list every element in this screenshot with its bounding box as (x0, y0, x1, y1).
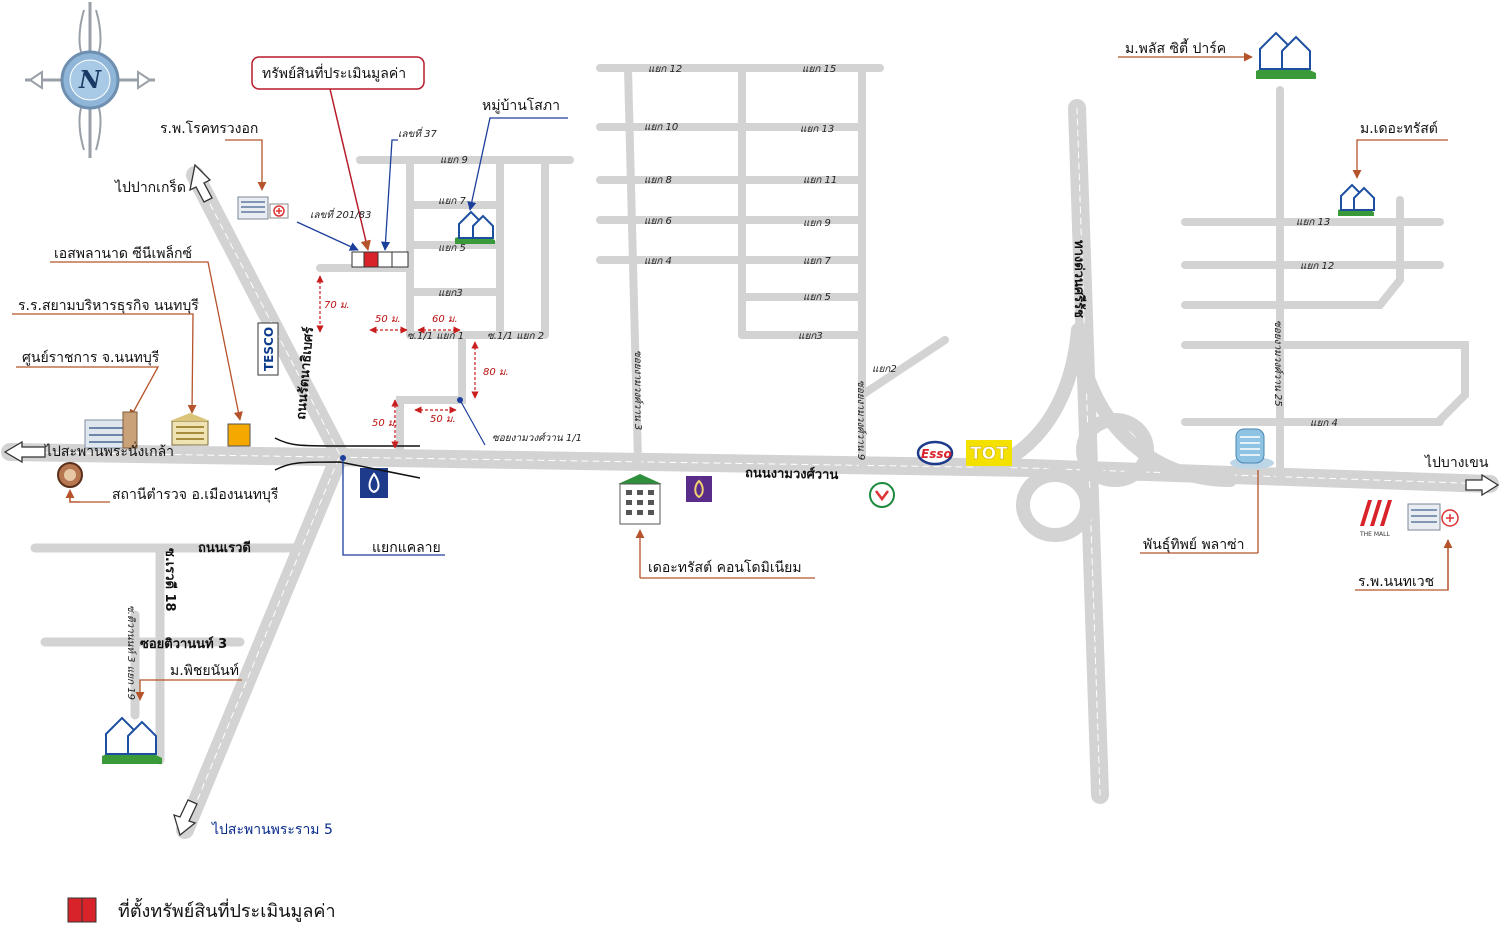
label-panthip-plaza: พันธุ์ทิพย์ พลาซ่า (1143, 536, 1245, 553)
lane-5: แยก 5 (438, 243, 466, 254)
tot-text: TOT (970, 444, 1008, 464)
legend-label: ที่ตั้งทรัพย์สินที่ประเมินมูลค่า (118, 898, 336, 922)
e-lane-13: แยก 13 (1296, 217, 1330, 228)
road-label-soi25: ซอยงามวงศ์วาน 25 (1272, 320, 1284, 407)
label-plus-city-park: ม.พลัส ซิตี้ ปาร์ค (1125, 38, 1226, 57)
scb-icon (686, 476, 712, 502)
house-no-37: เลขที่ 37 (398, 126, 438, 140)
c-lane-2: แยก2 (872, 364, 897, 375)
label-to-bang-khen: ไปบางเขน (1424, 454, 1489, 471)
label-trust-condo: เดอะทรัสต์ คอนโดมิเนียม (648, 559, 802, 576)
dist-70: 70 ม. (324, 300, 350, 311)
subject-callout: ทรัพย์สินที่ประเมินมูลค่า เลขที่ 37 เลขท… (251, 56, 438, 268)
label-siam-school: ร.ร.สยามบริหารธุรกิจ นนทบุรี (18, 298, 199, 314)
lane-3: แยก3 (438, 288, 463, 299)
road-label-s11-2: ซ.1/1 แยก 2 (487, 331, 544, 342)
b-lane-10: แยก 10 (644, 122, 678, 133)
dist-50b: 50 ม. (372, 418, 398, 429)
dist-80: 80 ม. (483, 367, 509, 378)
tesco-lotus-icon: TESCO (257, 322, 279, 376)
road-label-soi9: ซอยงามวงศ์วาน 9 (855, 380, 867, 460)
legend: ที่ตั้งทรัพย์สินที่ประเมินมูลค่า (67, 897, 336, 923)
label-to-pakkret: ไปปากเกร็ด (114, 178, 186, 196)
sopha-house-icon (455, 210, 495, 244)
arrow-to-phra-nangklao (3, 440, 46, 464)
tot-icon: TOT (966, 440, 1012, 466)
c-lane-5: แยก 5 (803, 292, 831, 303)
road-label-rewadee18: ซ.เรวดี 18 (162, 548, 178, 612)
label-nonthavej: ร.พ.นนทเวช (1358, 574, 1434, 590)
c-lane-13: แยก 13 (800, 124, 834, 135)
label-hospital-chest: ร.พ.โรคทรวงอก (160, 120, 258, 137)
subject-callout-label: ทรัพย์สินที่ประเมินมูลค่า (262, 64, 406, 82)
c-lane-3: แยก3 (798, 331, 823, 342)
police-icon (57, 462, 83, 488)
arrow-to-rama5 (173, 799, 198, 837)
lane-7: แยก 7 (438, 196, 467, 207)
dist-50c: 50 ม. (430, 414, 456, 425)
esso-icon: Esso (916, 440, 954, 466)
compass: N (25, 2, 155, 158)
road-label-expressway: ทางด่วนศรีรัช (1071, 240, 1087, 318)
label-to-phra-nangklao: ไปสะพานพระนั่งเกล้า (44, 442, 174, 460)
label-the-trust-village: ม.เดอะทรัสต์ (1360, 120, 1438, 137)
hospital-chest-icon (237, 196, 289, 220)
dist-60: 60 ม. (432, 314, 458, 325)
svg-text:TESCO: TESCO (262, 327, 276, 371)
road-label-ngamwongwan1-1: ซอยงามวงศ์วาน 1/1 (492, 432, 582, 444)
panthip-plaza-icon (1230, 428, 1274, 469)
kbank-icon (869, 482, 895, 508)
trust-condo-icon (618, 474, 662, 525)
arrow-to-bang-khen (1465, 473, 1500, 497)
esso-text: Esso (921, 447, 952, 461)
nonthavej-hospital-icon (1407, 503, 1459, 531)
b-lane-12: แยก 12 (648, 64, 682, 75)
road-network (1, 64, 1499, 839)
plus-city-house-icon (1256, 31, 1316, 79)
label-splanade: เอสพลานาด ซีนีเพล็กซ์ (54, 244, 192, 262)
c-lane-7: แยก 7 (803, 256, 832, 267)
distance-markers (316, 275, 479, 449)
compass-letter: N (78, 65, 102, 94)
the-trust-house-icon (1338, 183, 1375, 216)
the-mall-text: THE MALL (1359, 531, 1390, 538)
road-label-tiwanon3: ซอยติวานนท์ 3 (140, 636, 227, 652)
b-lane-6: แยก 6 (644, 216, 672, 227)
bangkok-bank-icon (360, 468, 388, 498)
phichayanan-house-icon (102, 716, 162, 764)
road-ngamwongwan (1, 443, 1499, 493)
label-khae-lai: แยกแคลาย (372, 540, 441, 556)
road-label-rewadee: ถนนเรวดี (198, 540, 251, 556)
c-lane-11: แยก 11 (803, 175, 837, 186)
label-police: สถานีตำรวจ อ.เมืองนนทบุรี (112, 487, 279, 503)
direction-arrows (3, 163, 1500, 837)
c-lane-9: แยก 9 (803, 218, 831, 229)
road-label-soi3: ซอยงามวงศ์วาน 3 (632, 350, 644, 430)
b-lane-4: แยก 4 (644, 256, 672, 267)
c-lane-15: แยก 15 (802, 64, 836, 75)
lane-9: แยก 9 (440, 155, 468, 166)
e-lane-4: แยก 4 (1310, 418, 1338, 429)
house-no-201: เลขที่ 201/83 (310, 207, 371, 221)
dist-50a: 50 ม. (375, 314, 401, 325)
road-label-tiwanon3-19: ซ.ติวานนท์ 3 แยก 19 (125, 605, 137, 700)
label-phichayanan: ม.พิชยนันท์ (170, 662, 239, 679)
the-mall-icon: THE MALL (1359, 500, 1392, 538)
school-icon (170, 413, 210, 446)
road-label-s11-1: ซ.1/1 แยก 1 (407, 331, 464, 342)
label-gov-center: ศูนย์ราชการ จ.นนทบุรี (22, 349, 160, 366)
label-sopha-village: หมู่บ้านโสภา (482, 97, 560, 114)
e-lane-12: แยก 12 (1300, 261, 1334, 272)
arrow-to-pakkret (189, 163, 213, 203)
b-lane-8: แยก 8 (644, 175, 672, 186)
legend-swatch (67, 897, 83, 923)
gov-center-icon (84, 411, 138, 449)
label-to-rama5: ไปสะพานพระราม 5 (211, 821, 333, 838)
road-label-ngamwongwan: ถนนงามวงศ์วาน (745, 465, 839, 483)
splanade-icon (227, 423, 251, 447)
